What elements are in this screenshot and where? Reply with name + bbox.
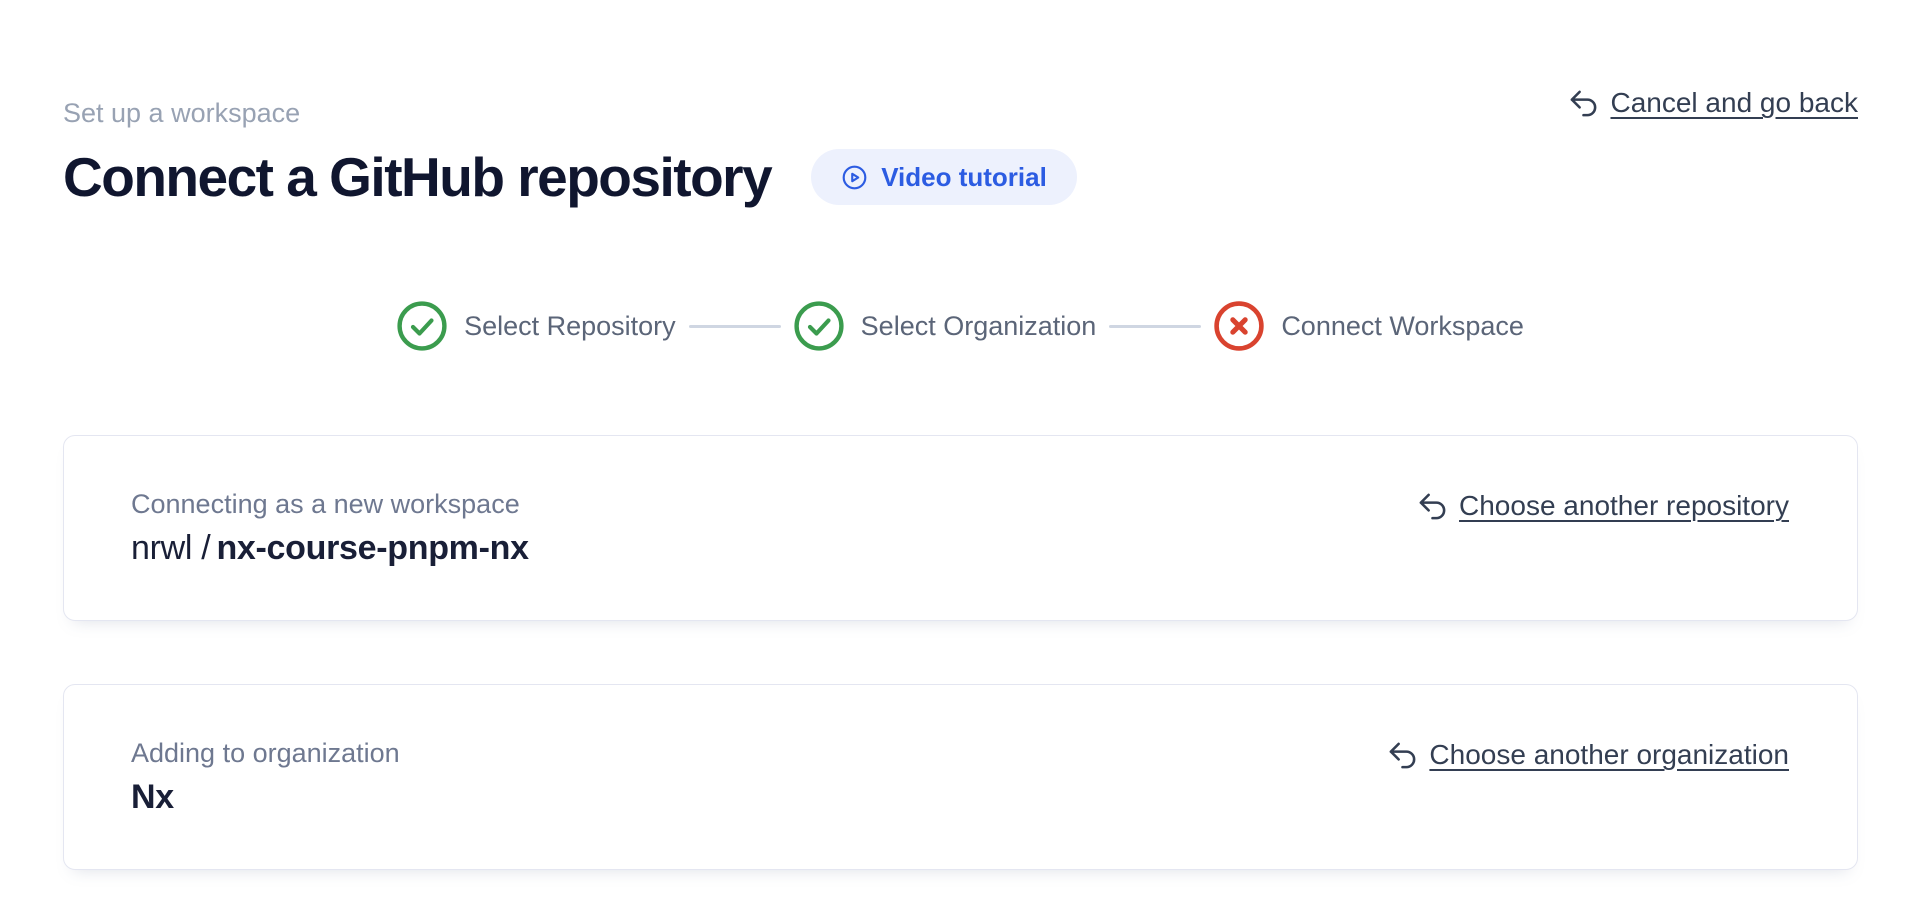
check-circle-icon: [397, 301, 447, 351]
title-row: Connect a GitHub repository Video tutori…: [63, 149, 1077, 205]
step-select-organization: Select Organization: [794, 301, 1097, 351]
undo-arrow-icon: [1387, 740, 1418, 771]
repository-full-name: nrwl /nx-course-pnpm-nx: [131, 527, 529, 569]
cancel-link-label: Cancel and go back: [1610, 87, 1858, 118]
choose-another-repository-link[interactable]: Choose another repository: [1417, 490, 1789, 522]
choose-another-organization-label: Choose another organization: [1429, 739, 1789, 770]
organization-name-value: Nx: [131, 776, 400, 818]
play-circle-icon: [841, 164, 868, 191]
check-circle-icon: [794, 301, 844, 351]
step-connector: [688, 324, 781, 328]
video-tutorial-label: Video tutorial: [881, 161, 1047, 192]
undo-arrow-icon: [1417, 491, 1448, 522]
eyebrow-label: Set up a workspace: [63, 98, 301, 128]
step-connector: [1109, 324, 1202, 328]
organization-card-label: Adding to organization: [131, 738, 400, 768]
repository-card-main: Connecting as a new workspace nrwl /nx-c…: [131, 488, 529, 569]
x-circle-icon: [1214, 301, 1264, 351]
cancel-and-go-back-link[interactable]: Cancel and go back: [1568, 87, 1858, 119]
step-label: Select Organization: [860, 310, 1097, 341]
video-tutorial-button[interactable]: Video tutorial: [811, 149, 1077, 205]
step-label: Connect Workspace: [1281, 310, 1524, 341]
setup-stepper: Select Repository Select Organization Co…: [63, 301, 1858, 351]
repository-card: Connecting as a new workspace nrwl /nx-c…: [63, 435, 1858, 621]
header-left: Set up a workspace Connect a GitHub repo…: [63, 98, 1077, 205]
page-title: Connect a GitHub repository: [63, 146, 773, 208]
organization-name: Nx: [131, 778, 174, 816]
repository-card-label: Connecting as a new workspace: [131, 489, 520, 519]
organization-card: Adding to organization Nx Choose another…: [63, 684, 1858, 870]
undo-arrow-icon: [1568, 88, 1599, 119]
choose-another-repository-label: Choose another repository: [1459, 490, 1789, 521]
step-connect-workspace: Connect Workspace: [1214, 301, 1524, 351]
page-header: Set up a workspace Connect a GitHub repo…: [63, 87, 1858, 205]
step-select-repository: Select Repository: [397, 301, 676, 351]
repository-name: nx-course-pnpm-nx: [216, 529, 529, 567]
organization-card-main: Adding to organization Nx: [131, 737, 400, 818]
repository-owner: nrwl /: [131, 529, 211, 567]
choose-another-organization-link[interactable]: Choose another organization: [1387, 739, 1789, 771]
step-label: Select Repository: [464, 310, 676, 341]
